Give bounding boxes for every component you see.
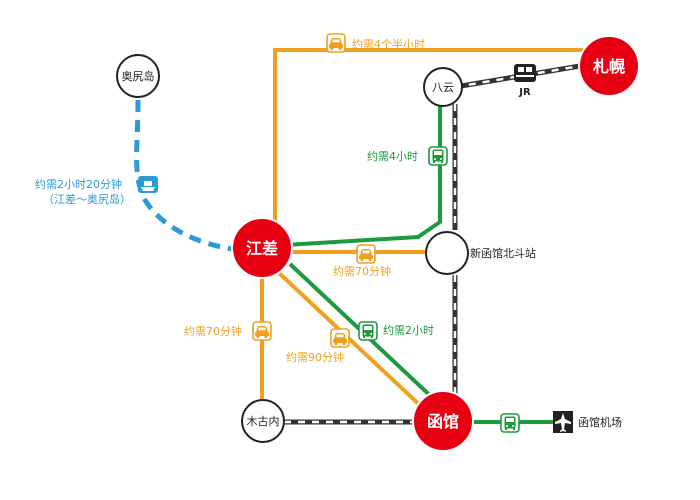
- car-icon: [330, 328, 350, 348]
- jr-badge: JR: [518, 87, 531, 98]
- car-icon: [252, 321, 272, 341]
- station-sapporo[interactable]: 札幌: [578, 35, 640, 97]
- bus-icon: [428, 146, 448, 166]
- station-shin-hakodate[interactable]: [425, 231, 469, 275]
- bus-route-yakumo: [284, 106, 442, 247]
- bus-icon: [358, 321, 378, 341]
- train-icon: [514, 64, 536, 82]
- ferry-icon: [138, 176, 158, 193]
- label-ferry-route: （江差～奥尻岛）: [43, 192, 131, 206]
- car-icon: [326, 33, 346, 53]
- car-icon: [356, 244, 376, 264]
- label-bus-to-yakumo: 约需4小时: [367, 150, 418, 163]
- station-yakumo-label: 八云: [432, 81, 454, 94]
- station-yakumo[interactable]: 八云: [423, 67, 463, 107]
- ferry-route-line: [134, 99, 241, 253]
- bus-icon: [500, 413, 520, 433]
- station-okushiri[interactable]: 奥尻岛: [116, 54, 160, 98]
- airplane-icon: [553, 411, 573, 433]
- car-route-sapporo: [273, 48, 610, 225]
- label-car-to-shin-hakodate: 约需70分钟: [333, 264, 391, 278]
- station-hakodate[interactable]: 函馆: [412, 390, 474, 452]
- label-car-to-hakodate: 约需90分钟: [286, 350, 344, 364]
- station-okushiri-label: 奥尻岛: [122, 69, 155, 83]
- label-bus-to-hakodate: 约需2小时: [383, 324, 434, 337]
- station-sapporo-label: 札幌: [592, 57, 625, 76]
- station-kikonai-label: 木古内: [247, 414, 280, 428]
- station-hakodate-label: 函馆: [427, 412, 459, 431]
- label-ferry-time: 约需2小时20分钟: [35, 177, 122, 191]
- car-route-hakodate: [276, 270, 427, 412]
- label-airport: 函馆机场: [578, 415, 622, 429]
- station-esashi-label: 江差: [246, 239, 278, 258]
- station-kikonai[interactable]: 木古内: [241, 399, 285, 443]
- station-shin-hakodate-label: 新函馆北斗站: [470, 246, 536, 260]
- label-car-to-kikonai: 约需70分钟: [184, 324, 242, 338]
- label-car-to-sapporo: 约需4个半小时: [352, 37, 425, 51]
- station-esashi[interactable]: 江差: [231, 217, 293, 279]
